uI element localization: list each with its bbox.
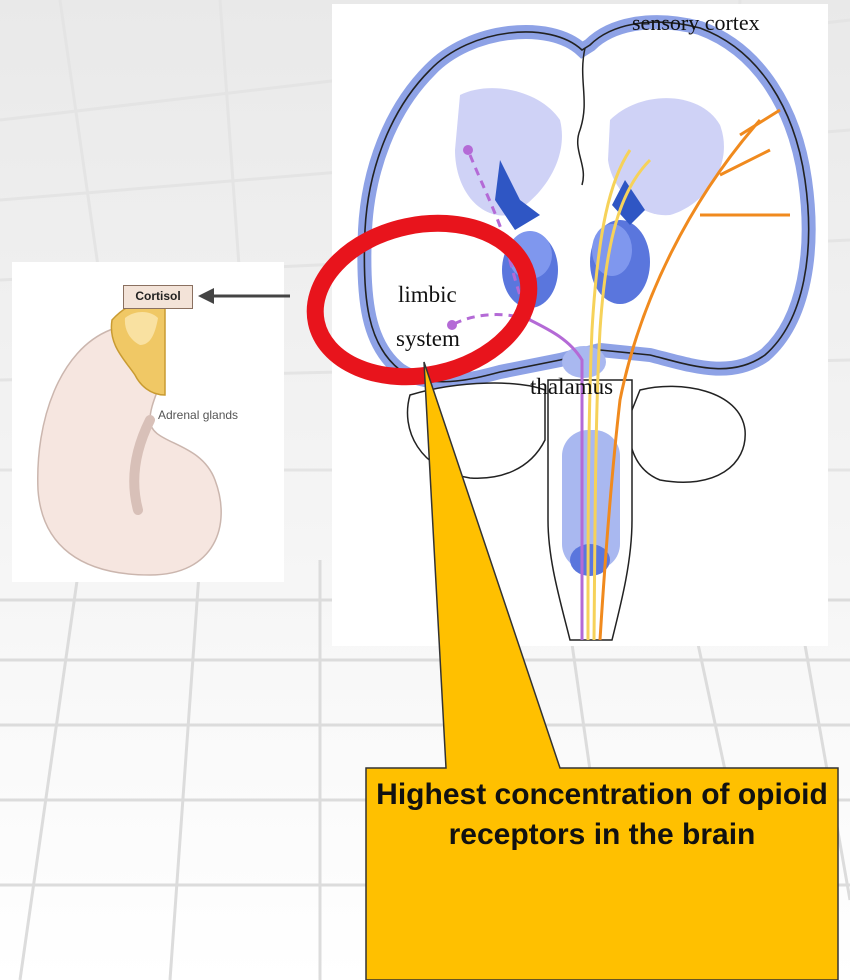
callout-text: Highest concentration of opioid receptor… (376, 775, 828, 855)
callout-box (366, 362, 838, 980)
limbic-highlight-circle (301, 204, 543, 396)
